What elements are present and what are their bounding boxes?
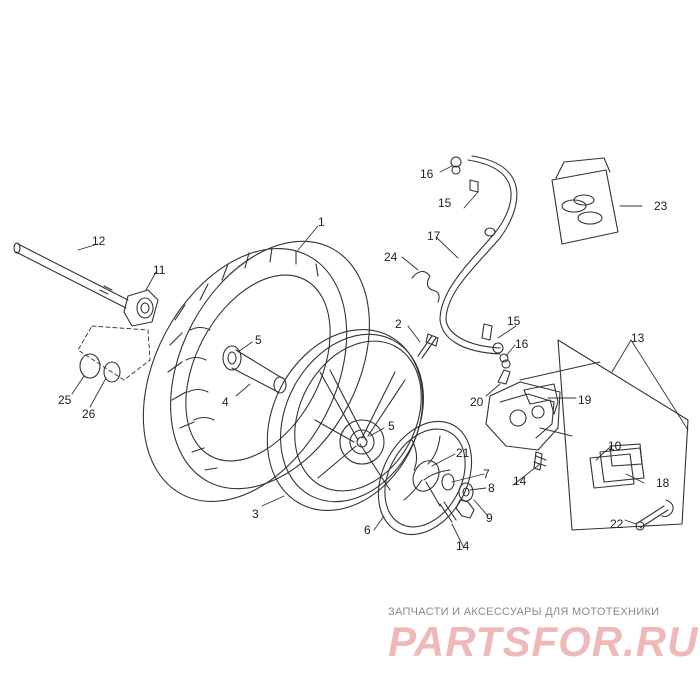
callout-16-top: 16 xyxy=(420,167,434,181)
leader-lines xyxy=(71,165,689,549)
callout-25: 25 xyxy=(58,393,72,407)
seal-rings xyxy=(79,353,121,383)
callout-4: 4 xyxy=(222,395,229,409)
pad-pin xyxy=(635,505,669,531)
callout-8: 8 xyxy=(488,481,495,495)
banjo-top xyxy=(450,156,479,193)
callout-1: 1 xyxy=(318,215,325,229)
callout-15-top: 15 xyxy=(438,196,452,210)
callout-13: 13 xyxy=(631,331,645,345)
callout-5-spacer: 5 xyxy=(255,333,262,347)
callout-18: 18 xyxy=(656,476,670,490)
pad-spring xyxy=(523,383,559,415)
bleeder xyxy=(497,359,511,385)
callout-20: 20 xyxy=(470,395,484,409)
callout-2: 2 xyxy=(395,317,402,331)
watermark-tagline: ЗАПЧАСТИ И АКСЕССУАРЫ ДЛЯ МОТОТЕХНИКИ xyxy=(388,606,660,618)
callout-15-lower: 15 xyxy=(507,314,521,328)
bearing-spacer xyxy=(222,345,287,394)
washers-nuts xyxy=(441,473,475,519)
callout-22: 22 xyxy=(610,517,624,531)
callout-16-lower: 16 xyxy=(515,337,529,351)
speedo-drive xyxy=(123,289,159,327)
brake-hose xyxy=(439,155,518,355)
callout-14-caliper: 14 xyxy=(513,474,527,488)
watermark-brand: PARTSFOR.RU xyxy=(388,618,699,665)
callout-19: 19 xyxy=(578,393,592,407)
disc-screws xyxy=(439,451,547,523)
callout-10: 10 xyxy=(608,439,622,453)
callout-21: 21 xyxy=(456,446,470,460)
seal-group-outline xyxy=(77,325,151,381)
hose-clip xyxy=(411,270,440,303)
callout-17: 17 xyxy=(427,229,441,243)
brake-disc xyxy=(377,420,473,536)
callout-14-disc: 14 xyxy=(456,539,470,553)
pad-kit-bag xyxy=(551,157,619,245)
wheel-rim xyxy=(266,329,424,511)
caliper xyxy=(485,381,561,451)
callout-23: 23 xyxy=(654,199,668,213)
callout-5-hub: 5 xyxy=(388,419,395,433)
banjo-lower xyxy=(481,323,509,363)
callout-7: 7 xyxy=(483,467,490,481)
pad-spring-clip xyxy=(661,499,674,518)
axle xyxy=(13,242,129,309)
callout-11: 11 xyxy=(153,263,166,277)
tire xyxy=(142,240,370,503)
bolt-2 xyxy=(417,333,439,359)
callout-9: 9 xyxy=(486,511,493,525)
callout-6: 6 xyxy=(364,523,371,537)
callout-26: 26 xyxy=(82,407,96,421)
brake-pads xyxy=(589,443,645,489)
pad-kit-box xyxy=(519,339,689,531)
callout-24: 24 xyxy=(384,250,398,264)
callout-3: 3 xyxy=(252,507,259,521)
callout-12: 12 xyxy=(92,234,106,248)
